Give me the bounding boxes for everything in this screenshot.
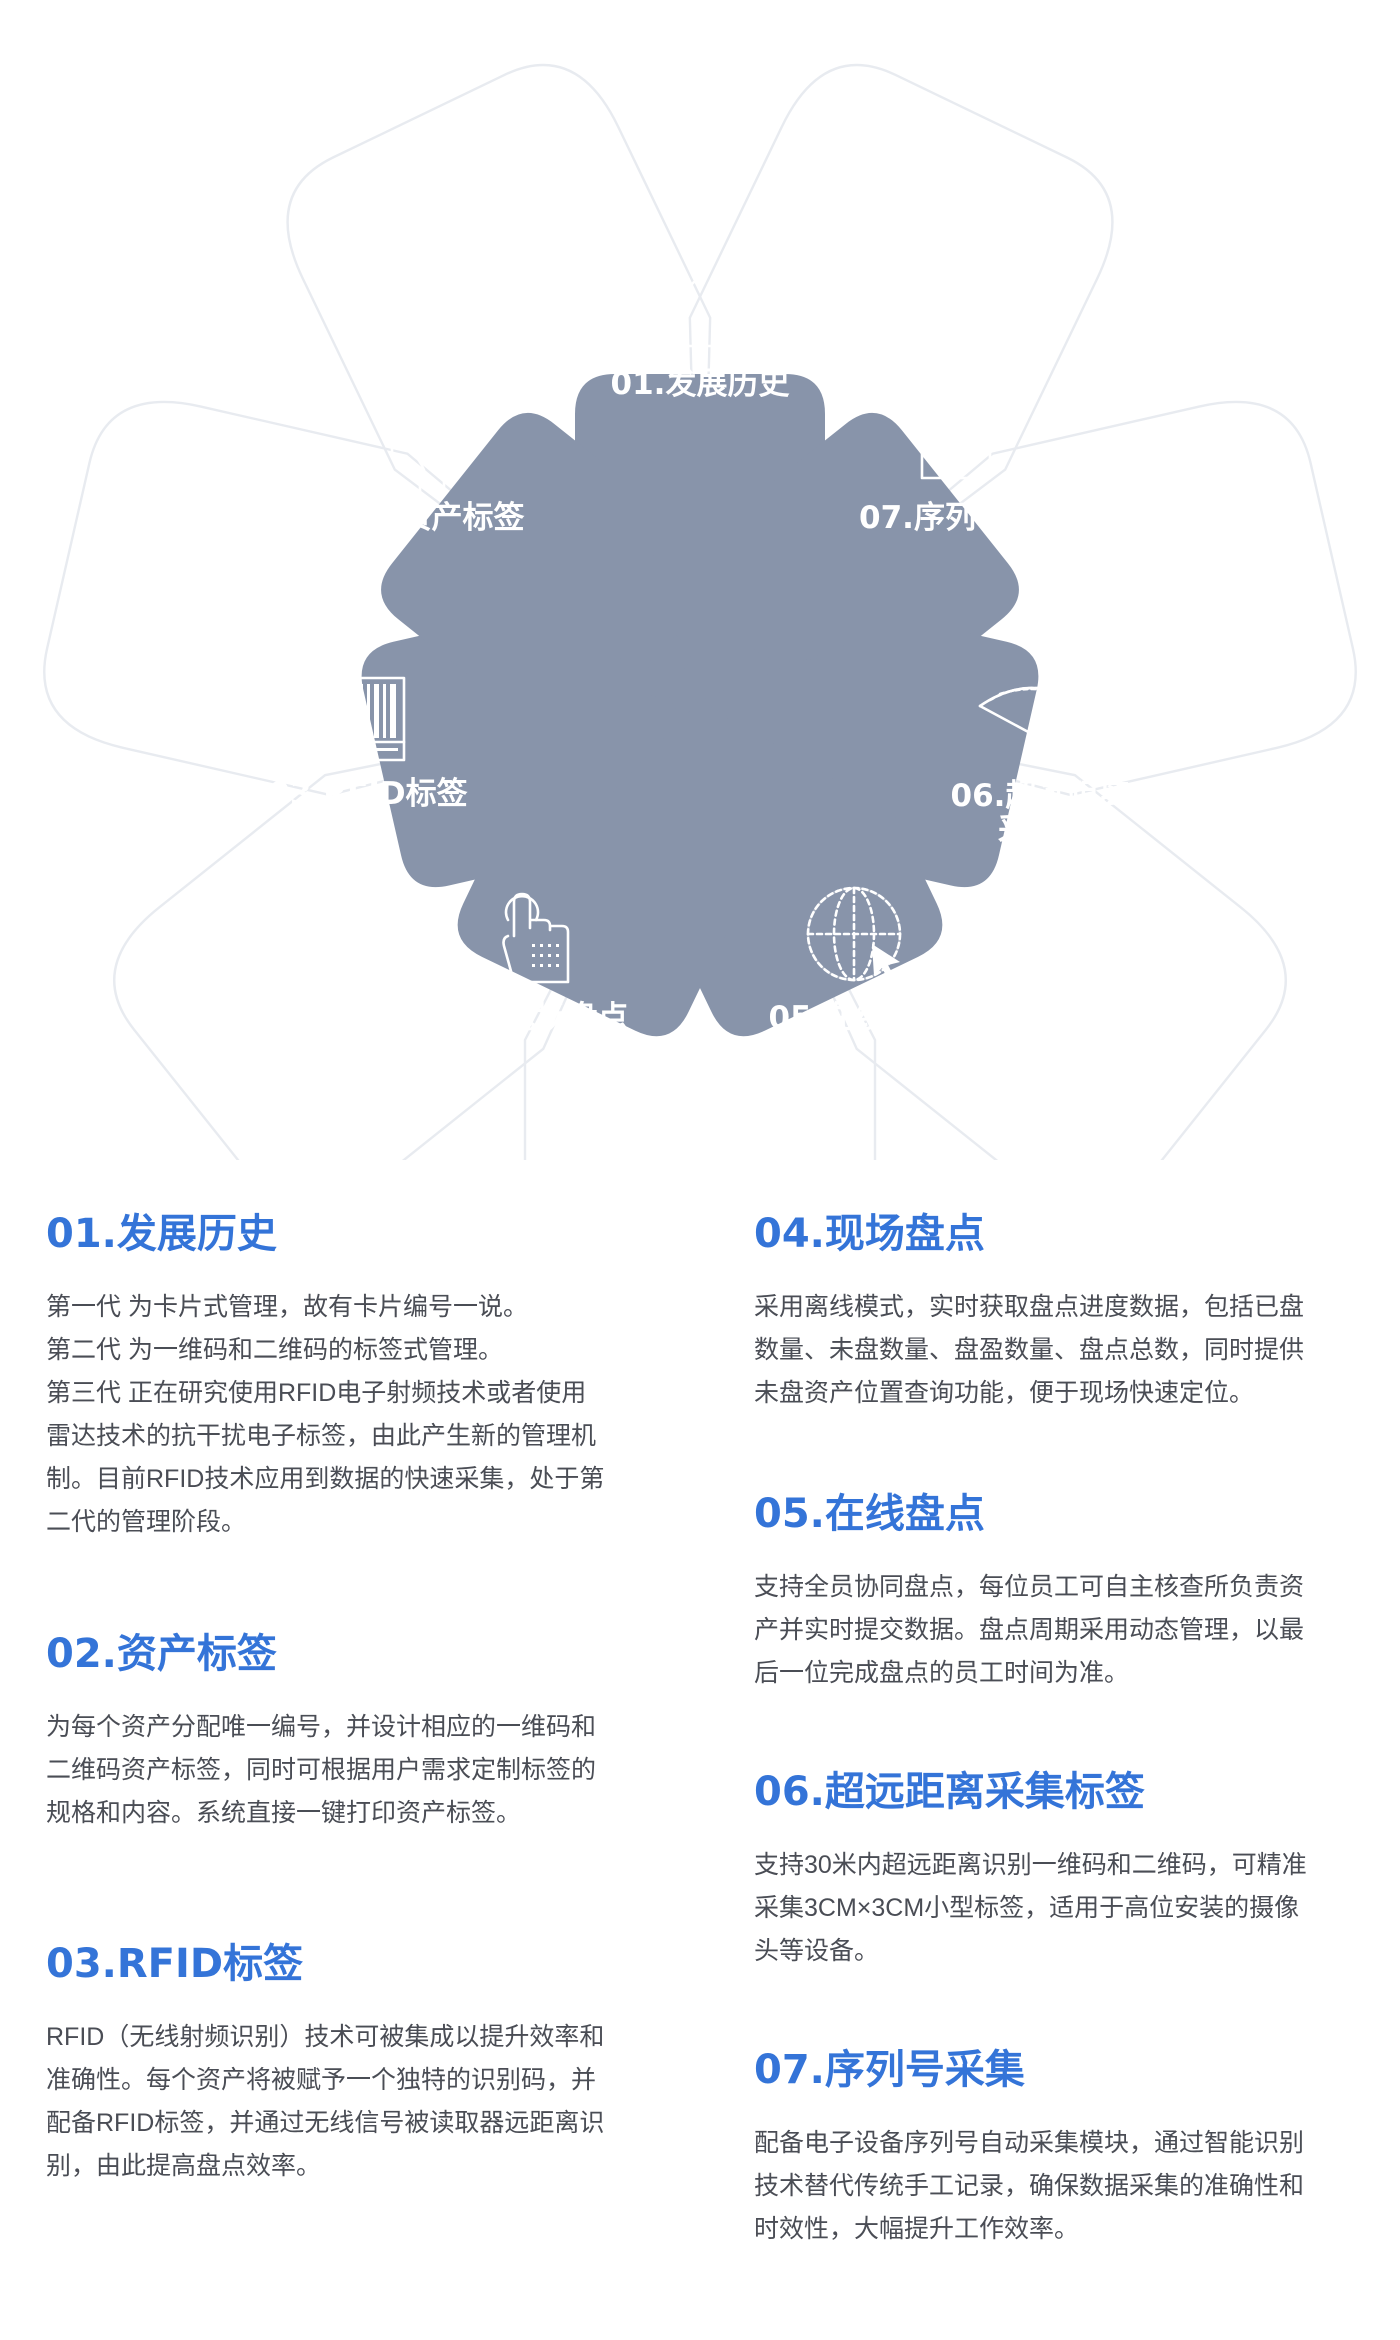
flower-diagram: 01.发展历史 02.资产标签 — [28, 39, 1372, 1160]
section-title-05: 05.在线盘点 — [754, 1491, 985, 1537]
section-body-01: 第一代 为卡片式管理，故有卡片编号一说。 第二代 为一维码和二维码的标签式管理。… — [46, 1293, 605, 1536]
section-title-07: 07.序列号采集 — [754, 2047, 1025, 2093]
section-01: 01.发展历史 第一代 为卡片式管理，故有卡片编号一说。 第二代 为一维码和二维… — [46, 1208, 686, 1544]
petal-label-06-line2: 采集标签 — [998, 812, 1122, 848]
section-title-06: 06.超远距离采集标签 — [754, 1769, 1145, 1815]
section-04: 04.现场盘点 采用离线模式，实时获取盘点进度数据，包括已盘 数量、未盘数量、盘… — [754, 1208, 1394, 1415]
growth-chart-person-icon — [638, 261, 750, 348]
globe-cursor-icon — [806, 886, 902, 983]
section-body-07: 配备电子设备序列号自动采集模块，通过智能识别 技术替代传统手工记录，确保数据采集… — [754, 2129, 1305, 2243]
petal-02[interactable]: 02.资产标签 — [346, 394, 525, 536]
petal-label-04: 04.现场盘点 — [450, 1000, 629, 1036]
section-body-05: 支持全员协同盘点，每位员工可自主核查所负责资 产并实时提交数据。盘点周期采用动态… — [754, 1573, 1305, 1687]
petal-label-02: 02.资产标签 — [346, 500, 525, 536]
section-07: 07.序列号采集 配备电子设备序列号自动采集模块，通过智能识别 技术替代传统手工… — [754, 2044, 1394, 2251]
svg-text:001: 001 — [943, 446, 968, 462]
petal-label-06-line1: 06.超远距离 — [951, 778, 1130, 814]
petal-label-03: 03.RFID标签 — [268, 776, 467, 812]
hands-house-icon — [390, 394, 474, 494]
section-body-02: 为每个资产分配唯一编号，并设计相应的一维码和 二维码资产标签，同时可根据用户需求… — [46, 1713, 597, 1827]
svg-text:100: 100 — [943, 428, 968, 444]
petal-label-07: 07.序列号采集 — [859, 500, 1069, 536]
section-title-03: 03.RFID标签 — [46, 1941, 304, 1987]
petal-06[interactable]: 06.超远距离 采集标签 — [951, 686, 1130, 848]
section-03: 03.RFID标签 RFID（无线射频识别）技术可被集成以提升效率和 准确性。每… — [46, 1938, 686, 2188]
petal-label-05: 05.在线盘点 — [769, 1000, 948, 1036]
section-02: 02.资产标签 为每个资产分配唯一编号，并设计相应的一维码和 二维码资产标签，同… — [46, 1628, 686, 1835]
barcode-icon — [314, 676, 406, 762]
binary-file-icon: 100 001 — [920, 392, 992, 480]
section-title-02: 02.资产标签 — [46, 1631, 277, 1677]
tap-hand-icon — [502, 892, 570, 984]
petal-01[interactable]: 01.发展历史 — [611, 261, 790, 402]
center-title-line2: 的应用 — [649, 680, 763, 724]
section-body-04: 采用离线模式，实时获取盘点进度数据，包括已盘 数量、未盘数量、盘盈数量、盘点总数… — [754, 1293, 1305, 1407]
petal-05[interactable]: 05.在线盘点 — [769, 886, 948, 1036]
petal-03[interactable]: 03.RFID标签 — [268, 676, 468, 812]
section-06: 06.超远距离采集标签 支持30米内超远距离识别一维码和二维码，可精准 采集3C… — [754, 1766, 1394, 1973]
section-title-01: 01.发展历史 — [46, 1211, 277, 1257]
petal-07[interactable]: 100 001 07.序列号采集 — [859, 392, 1069, 536]
center-title-line1: 自动识别技术 — [592, 630, 820, 674]
section-title-04: 04.现场盘点 — [754, 1211, 985, 1257]
signal-check-icon — [978, 686, 1090, 752]
petal-04[interactable]: 04.现场盘点 — [450, 892, 629, 1036]
petal-label-01: 01.发展历史 — [611, 366, 790, 402]
section-05: 05.在线盘点 支持全员协同盘点，每位员工可自主核查所负责资 产并实时提交数据。… — [754, 1488, 1394, 1695]
section-body-06: 支持30米内超远距离识别一维码和二维码，可精准 采集3CM×3CM小型标签，适用… — [754, 1851, 1307, 1965]
section-body-03: RFID（无线射频识别）技术可被集成以提升效率和 准确性。每个资产将被赋予一个独… — [46, 2023, 605, 2180]
